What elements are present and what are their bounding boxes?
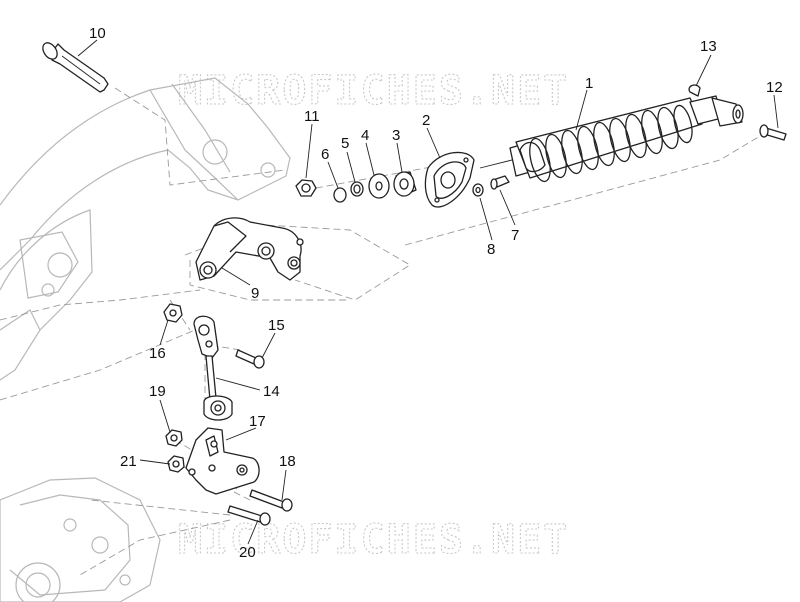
callout-2: 2 bbox=[422, 112, 430, 129]
callout-16: 16 bbox=[149, 345, 166, 362]
callout-17: 17 bbox=[249, 413, 266, 430]
part-8-washer bbox=[472, 183, 484, 197]
part-10-pivot-pin bbox=[42, 42, 109, 93]
part-6-washer bbox=[333, 187, 347, 203]
callout-13: 13 bbox=[700, 38, 717, 55]
part-16-nut bbox=[163, 303, 183, 323]
assembly-guide-lines bbox=[0, 87, 771, 576]
part-11-nut bbox=[295, 179, 317, 197]
callout-19: 19 bbox=[149, 383, 166, 400]
callout-21: 21 bbox=[120, 453, 137, 470]
part-14-link-rod bbox=[193, 315, 233, 421]
callout-9: 9 bbox=[251, 285, 259, 302]
part-18-bolt bbox=[249, 489, 293, 512]
part-5-ring bbox=[350, 181, 364, 197]
part-4-washer bbox=[368, 173, 390, 199]
part-9-rocker-bracket bbox=[195, 217, 304, 281]
watermark-bottom: MICROFICHES.NET bbox=[178, 517, 569, 563]
part-21-nut bbox=[167, 455, 185, 473]
callout-8: 8 bbox=[487, 241, 495, 258]
frame-ghost bbox=[0, 77, 291, 381]
callout-10: 10 bbox=[89, 25, 106, 42]
part-17-bracket bbox=[185, 427, 260, 495]
callout-6: 6 bbox=[321, 146, 329, 163]
part-15-bolt bbox=[235, 349, 265, 369]
callout-7: 7 bbox=[511, 227, 519, 244]
part-2-mounting-plate bbox=[424, 151, 475, 208]
callout-12: 12 bbox=[766, 79, 783, 96]
callout-11: 11 bbox=[304, 108, 320, 125]
callout-1: 1 bbox=[585, 75, 593, 92]
part-13-clip bbox=[688, 84, 701, 97]
callout-18: 18 bbox=[279, 453, 296, 470]
callout-15: 15 bbox=[268, 317, 285, 334]
callout-leaders bbox=[77, 39, 779, 545]
callout-3: 3 bbox=[392, 127, 400, 144]
part-3-bush bbox=[393, 171, 417, 197]
part-20-bolt bbox=[227, 505, 271, 526]
callout-14: 14 bbox=[263, 383, 280, 400]
callout-4: 4 bbox=[361, 127, 369, 144]
part-1-shock-absorber bbox=[479, 95, 744, 183]
callout-5: 5 bbox=[341, 135, 349, 152]
callout-labels: 10 11 6 5 4 3 2 1 13 12 8 7 9 15 16 14 1… bbox=[89, 25, 783, 561]
callout-20: 20 bbox=[239, 544, 256, 561]
part-7-bolt bbox=[490, 175, 510, 190]
engine-casing-ghost bbox=[0, 477, 161, 602]
part-12-bolt bbox=[759, 124, 787, 141]
part-19-nut bbox=[165, 429, 183, 447]
watermark-top: MICROFICHES.NET bbox=[178, 68, 569, 114]
